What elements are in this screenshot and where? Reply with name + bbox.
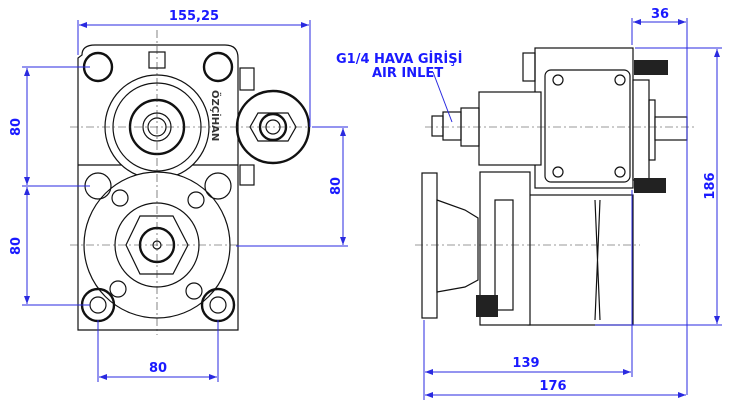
air-inlet-label-en: AIR INLET — [372, 66, 443, 81]
dim-height-186: 186 — [703, 172, 718, 199]
dim-left-lower: 80 — [9, 237, 24, 255]
dim-left-upper: 80 — [9, 118, 24, 136]
front-dimensions: 155,25 80 80 80 80 — [9, 9, 348, 382]
dim-top-36: 36 — [651, 7, 669, 22]
side-view — [415, 47, 695, 326]
dim-right: 80 — [329, 177, 344, 195]
side-dimensions: G1/4 HAVA GİRİŞİ AIR INLET 36 186 139 17… — [336, 7, 722, 400]
dim-width: 155,25 — [169, 9, 219, 24]
logo-text: ÖZÇİHAN — [209, 90, 223, 141]
air-inlet-label-tr: G1/4 HAVA GİRİŞİ — [336, 51, 462, 67]
dim-bottom: 80 — [149, 361, 167, 376]
front-view: ÖZÇİHAN — [70, 30, 311, 335]
air-inlet-leader — [432, 71, 453, 123]
dim-length-139: 139 — [512, 356, 539, 371]
dim-length-176: 176 — [539, 379, 566, 394]
